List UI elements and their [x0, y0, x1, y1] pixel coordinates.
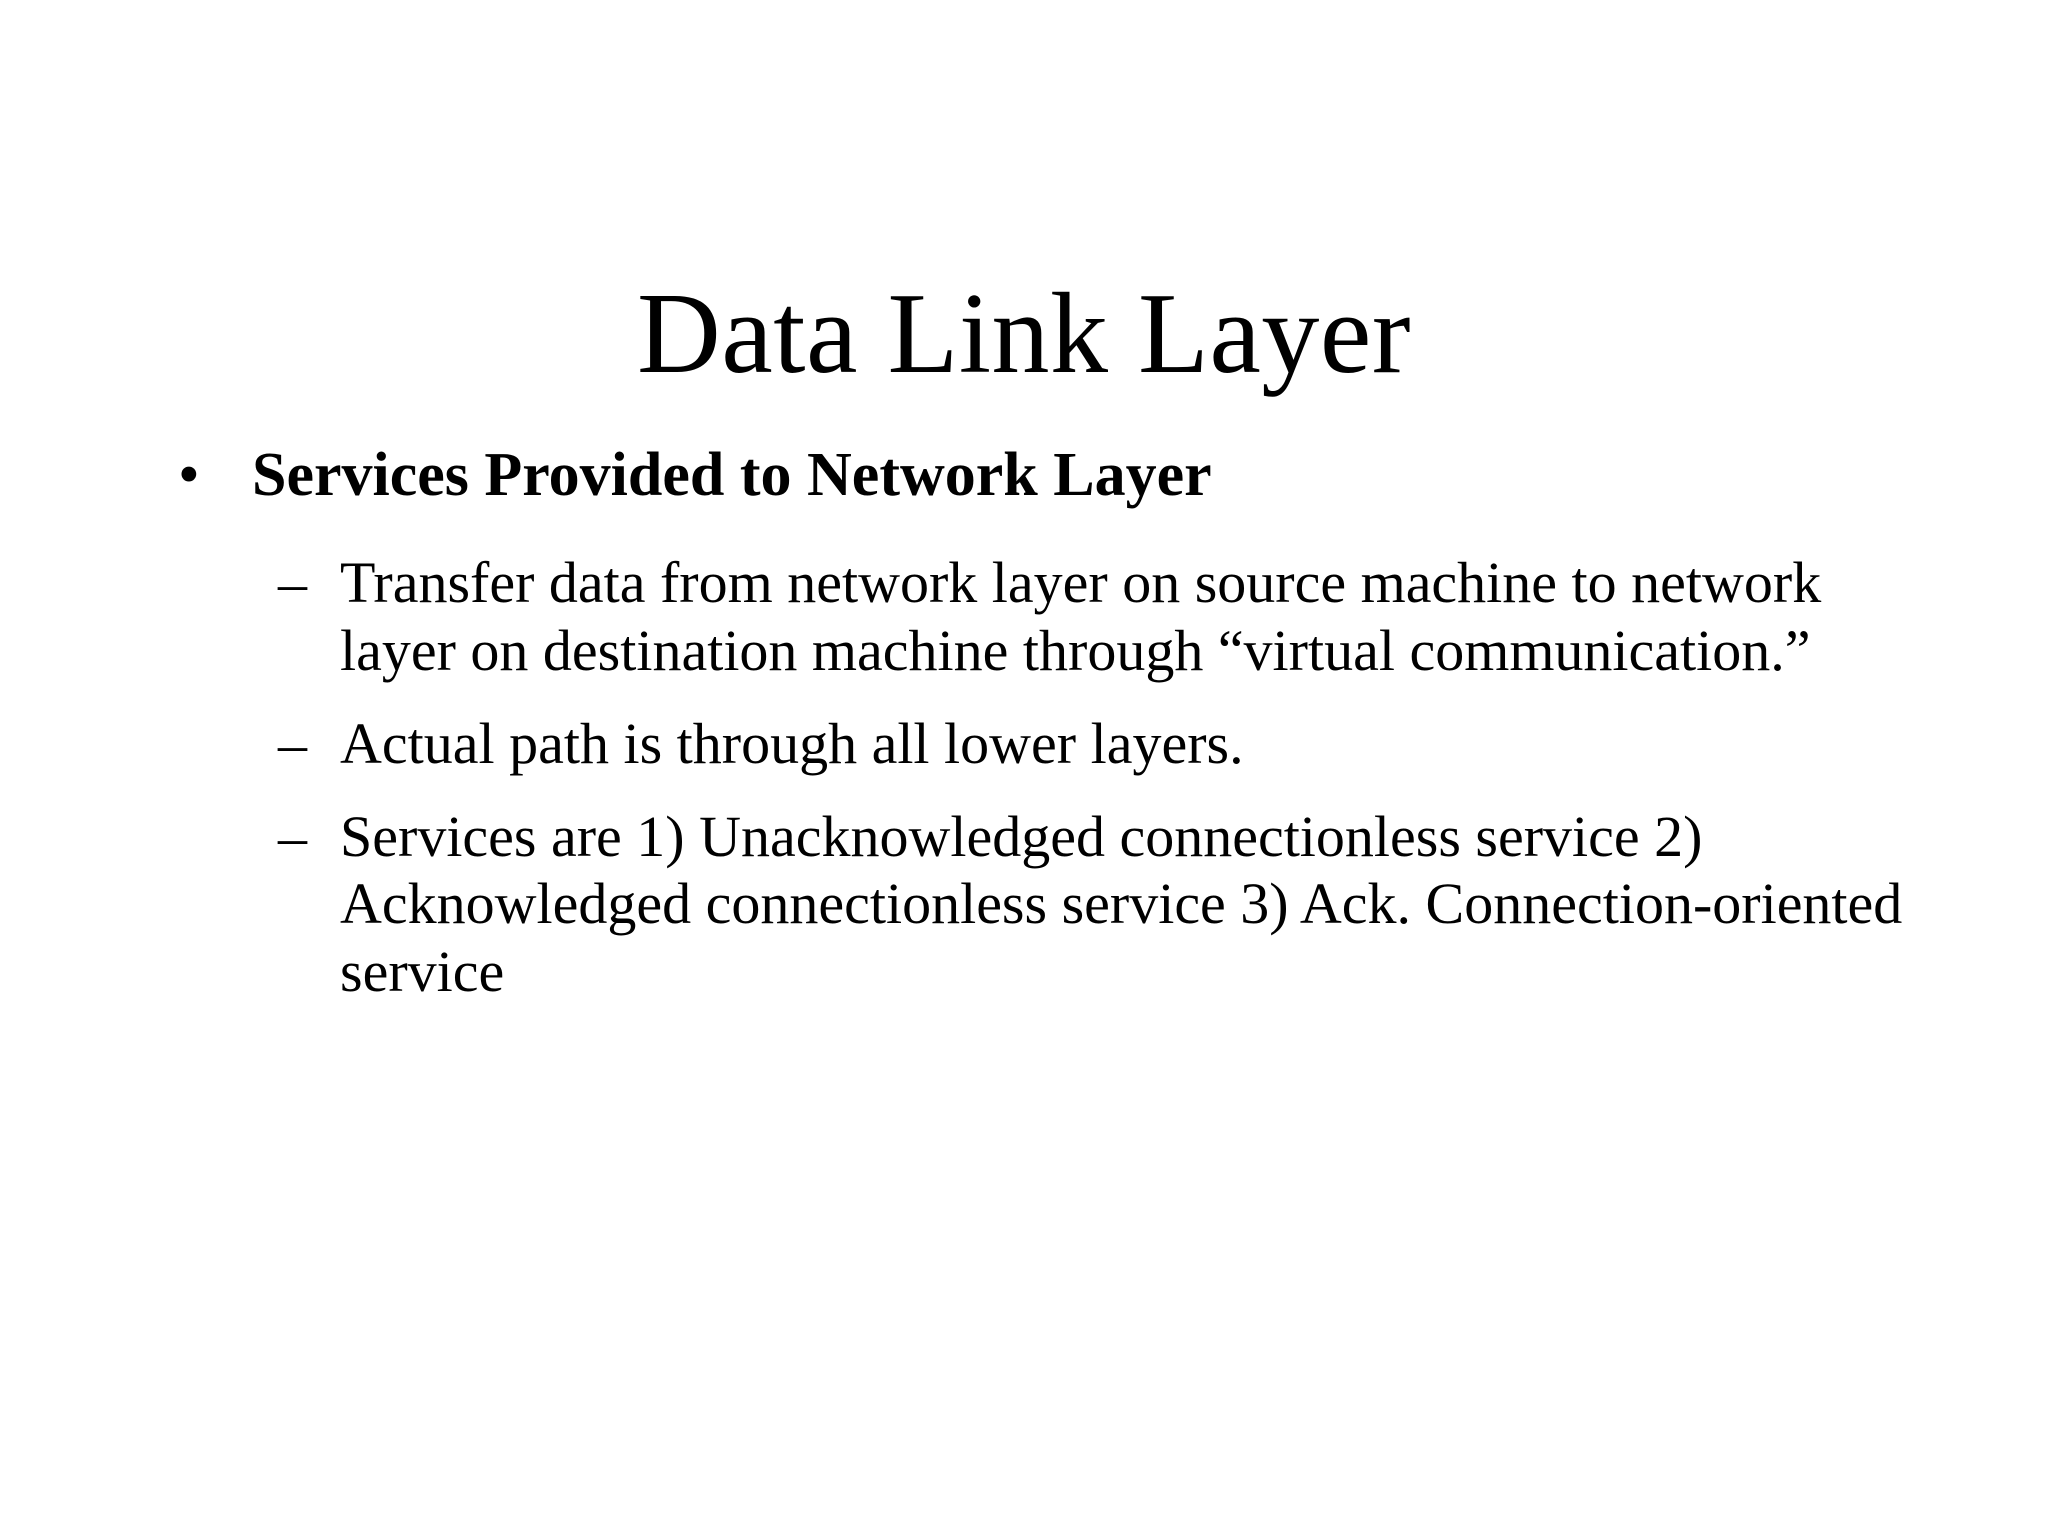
bullet-dot-icon: • [178, 441, 200, 509]
bullet-level2-list: – Transfer data from network layer on so… [150, 549, 1950, 1005]
bullet-level1-item: • Services Provided to Network Layer [150, 440, 1950, 511]
list-item: – Actual path is through all lower layer… [150, 710, 1950, 777]
list-item: – Services are 1) Unacknowledged connect… [150, 803, 1950, 1005]
bullet-dash-icon: – [278, 804, 307, 870]
bullet-dash-icon: – [278, 710, 307, 776]
bullet-dash-icon: – [278, 550, 307, 616]
list-item: – Transfer data from network layer on so… [150, 549, 1950, 684]
slide-body: • Services Provided to Network Layer – T… [150, 440, 1950, 1005]
bullet-level2-label: Transfer data from network layer on sour… [340, 550, 1822, 683]
bullet-level2-label: Services are 1) Unacknowledged connectio… [340, 804, 1903, 1004]
bullet-level1-label: Services Provided to Network Layer [252, 441, 1212, 509]
page-title: Data Link Layer [636, 269, 1412, 398]
bullet-level2-label: Actual path is through all lower layers. [340, 710, 1244, 776]
